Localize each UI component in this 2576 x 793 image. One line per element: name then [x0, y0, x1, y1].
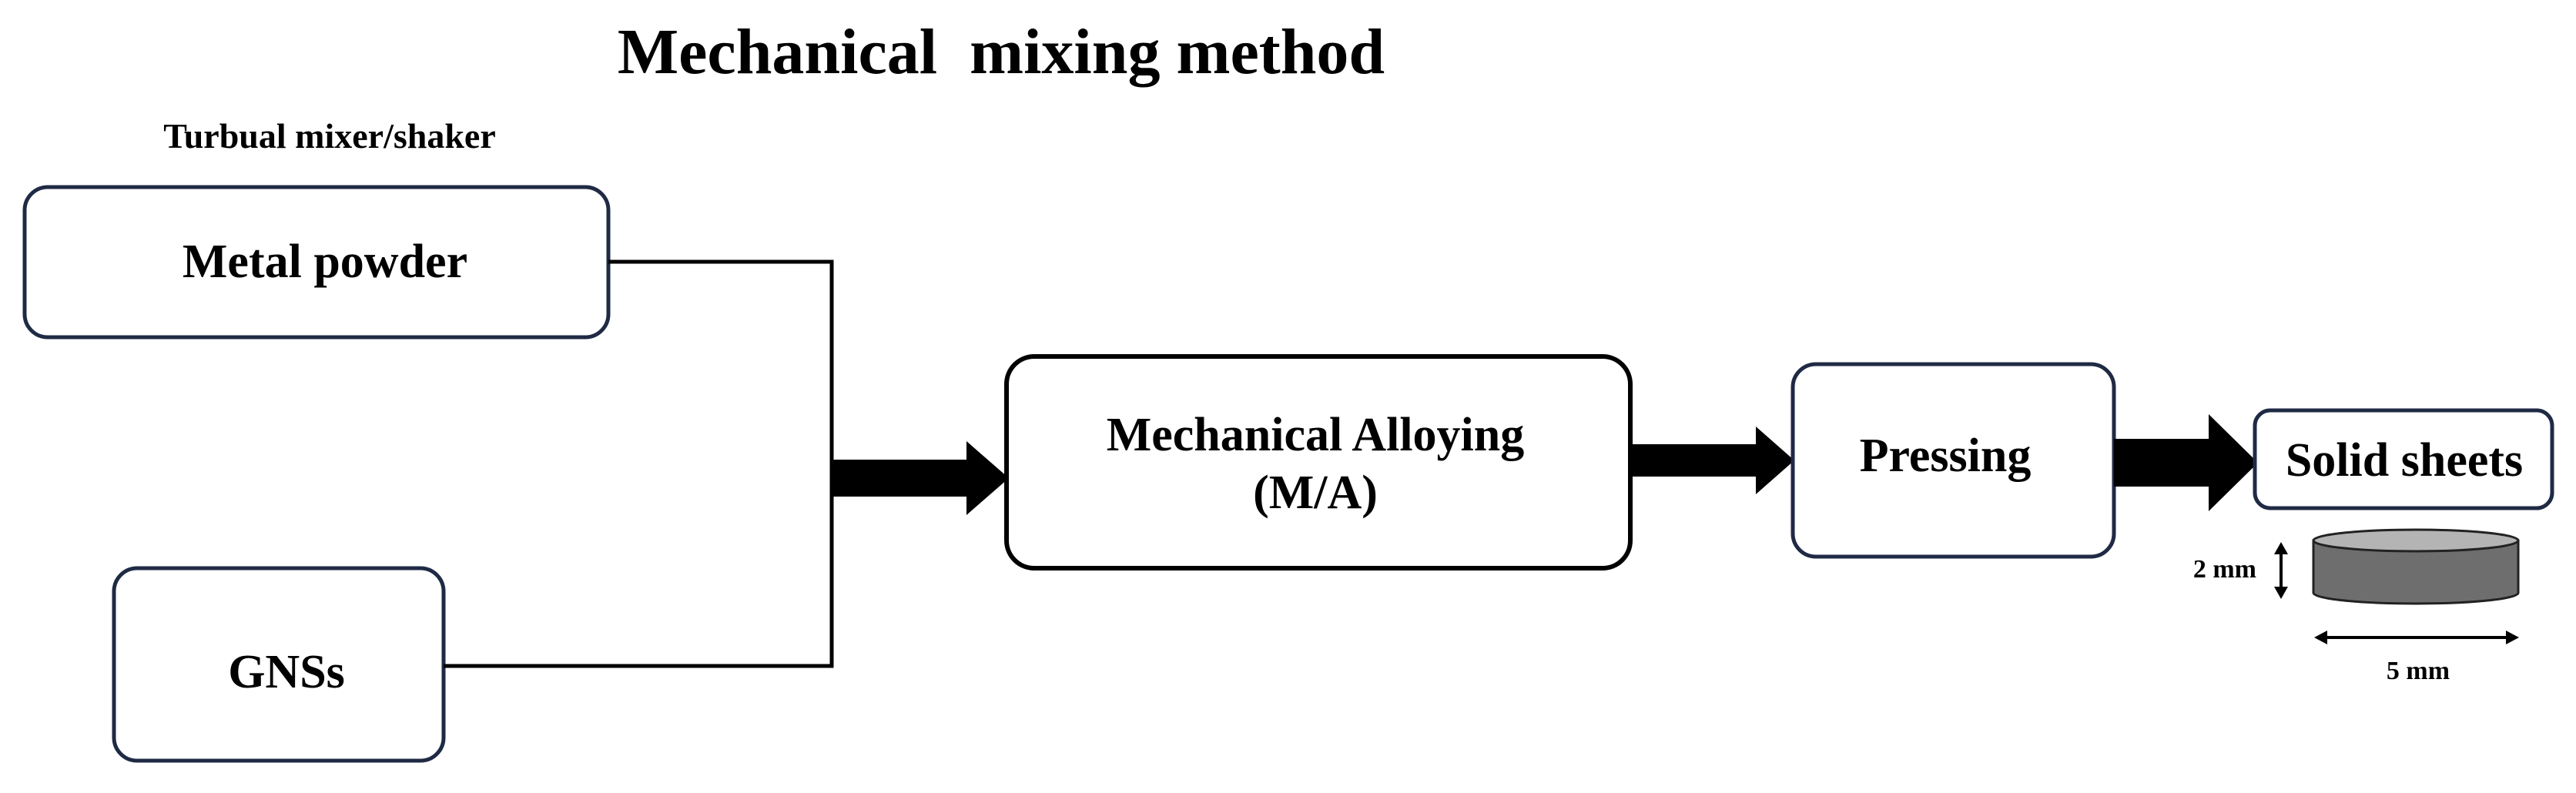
- disc-side: [2312, 539, 2520, 605]
- arrow-to-solid-sheets: [2114, 414, 2258, 511]
- arrow-to-mechanical-alloying: [832, 441, 1009, 515]
- mechanical-alloying-label-line1: Mechanical Alloying: [1107, 409, 1525, 461]
- disc-top: [2312, 528, 2520, 553]
- mechanical-alloying-label-line2: (M/A): [1253, 467, 1378, 519]
- mechanical-alloying-box: Mechanical Alloying (M/A): [1004, 354, 1633, 570]
- solid-sheets-label: Solid sheets: [2286, 434, 2523, 487]
- diameter-label: 5 mm: [2387, 657, 2450, 685]
- pressing-label: Pressing: [1860, 430, 2032, 482]
- solid-sheets-box: Solid sheets: [2253, 408, 2554, 510]
- mixer-label: Turbual mixer/shaker: [163, 116, 496, 156]
- arrow-to-pressing: [1630, 427, 1794, 494]
- gnss-label: GNSs: [228, 646, 345, 698]
- diameter-dimension: 5 mm: [2314, 631, 2519, 685]
- solid-sheet-disc-illustration: [2312, 528, 2520, 605]
- gnss-box: GNSs: [112, 566, 446, 763]
- pressing-box: Pressing: [1790, 362, 2116, 559]
- metal-powder-label: Metal powder: [183, 236, 467, 288]
- metal-powder-box: Metal powder: [22, 185, 611, 340]
- thickness-label: 2 mm: [2193, 555, 2256, 584]
- thickness-dimension: 2 mm: [2193, 542, 2288, 599]
- diagram-title: Mechanical mixing method: [618, 16, 1385, 88]
